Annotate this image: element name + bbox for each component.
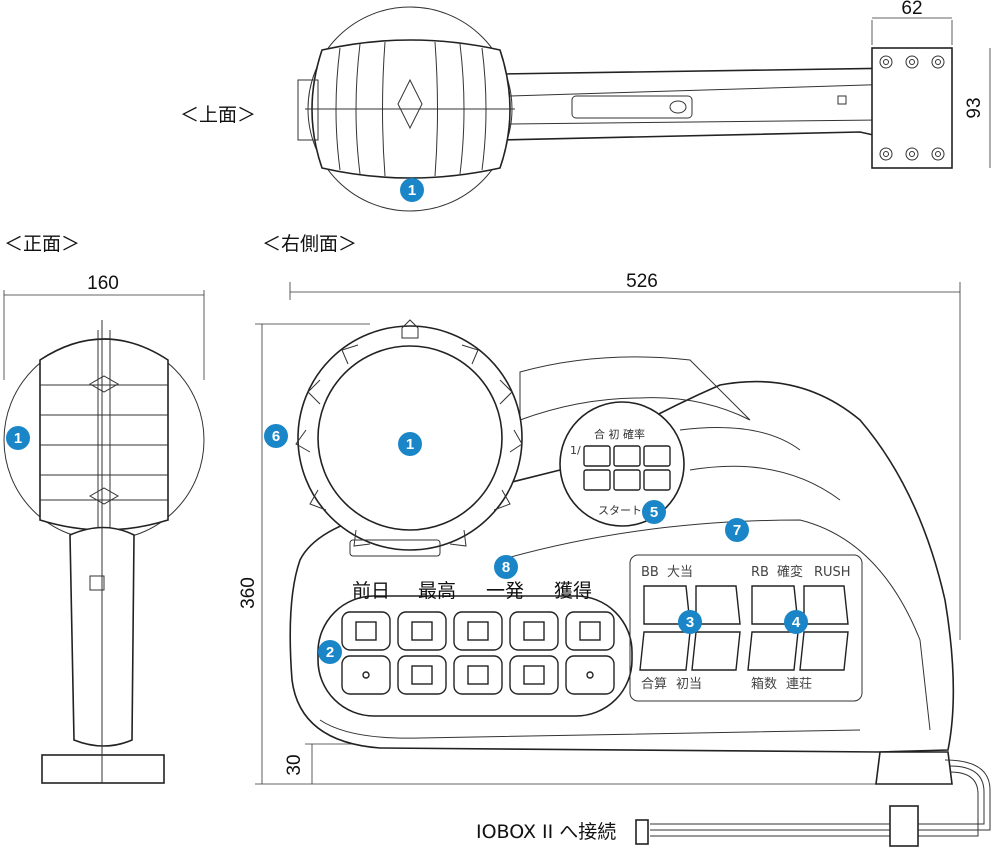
- front-lamp-body: [39, 338, 169, 531]
- svg-text:5: 5: [650, 504, 658, 521]
- label-big-hit: 大当: [667, 565, 693, 580]
- side-body-ridge: [499, 519, 931, 731]
- callout-1-side: [398, 432, 422, 456]
- callout-1-front: [6, 426, 30, 450]
- side-meter: [559, 401, 685, 527]
- side-fin: [519, 356, 751, 421]
- svg-text:4: 4: [792, 614, 801, 631]
- callout-4: [784, 610, 808, 634]
- top-view: ＜上面＞: [180, 0, 991, 212]
- connector-label: IOBOX II へ接続: [476, 821, 616, 843]
- svg-text:2: 2: [326, 644, 334, 661]
- front-lamp-bands: [40, 330, 168, 528]
- side-count-panel: [629, 554, 863, 702]
- front-view: ＜正面＞ 160 1: [3, 233, 205, 784]
- label-box-count: 箱数: [751, 676, 777, 692]
- front-base: [41, 754, 165, 784]
- top-width-dim: 62: [901, 0, 922, 19]
- label-highest: 最高: [418, 580, 456, 602]
- top-arm-slot: [571, 95, 693, 119]
- side-width-dim: 526: [626, 271, 658, 292]
- cable: IOBOX II へ接続: [476, 759, 991, 847]
- label-previous-day: 前日: [352, 580, 390, 602]
- meter-prefix: 1/: [570, 444, 581, 457]
- svg-text:1: 1: [408, 182, 416, 199]
- svg-text:8: 8: [502, 559, 510, 576]
- top-arm-button: [669, 100, 687, 114]
- meter-digits: [583, 445, 671, 491]
- label-total: 合算: [641, 677, 667, 692]
- meter-labels: 合 初 確率: [594, 427, 645, 441]
- svg-text:1: 1: [406, 436, 414, 453]
- svg-text:1: 1: [14, 430, 22, 447]
- top-lamp-cap: [297, 79, 319, 141]
- svg-text:7: 7: [733, 522, 741, 539]
- label-rush: RUSH: [814, 565, 851, 580]
- top-height-dim: 93: [964, 97, 985, 118]
- callout-1-top: [400, 178, 424, 202]
- history-digit-cells: [341, 611, 615, 695]
- top-lamp-ribs: [305, 41, 515, 177]
- side-view: ＜右側面＞ 526 360 30 前日 最高 一発 獲得: [238, 233, 961, 785]
- label-acquired: 獲得: [554, 580, 592, 602]
- base-height-dim: 30: [284, 754, 305, 775]
- label-single-shot: 一発: [486, 580, 524, 602]
- front-switch: [89, 575, 105, 591]
- top-mount-screws: [879, 55, 945, 161]
- top-arm-edge-2: [509, 119, 881, 125]
- label-first-hit: 初当: [676, 677, 702, 692]
- callout-7: [725, 518, 749, 542]
- callout-2: [318, 640, 342, 664]
- front-width-dim: 160: [87, 273, 119, 294]
- connector-plug: [635, 819, 649, 845]
- side-height-dim: 360: [238, 577, 259, 609]
- side-lamp-ring-segments: [295, 319, 523, 557]
- callout-3: [678, 610, 702, 634]
- top-arm-switch: [837, 95, 847, 105]
- label-streak: 連荘: [786, 677, 812, 692]
- cable-wire-1: [650, 759, 991, 831]
- side-foot: [875, 751, 953, 785]
- svg-text:3: 3: [686, 614, 694, 631]
- callout-5: [642, 500, 666, 524]
- cable-clamp: [889, 805, 919, 847]
- callout-6: [264, 424, 288, 448]
- top-mount-plate: [871, 47, 953, 169]
- meter-start-label: スタート: [598, 504, 642, 517]
- svg-text:6: 6: [272, 428, 280, 445]
- label-prob-change: 確変: [777, 564, 803, 580]
- label-rb: RB: [751, 565, 769, 580]
- callout-8: [494, 555, 518, 579]
- front-view-label: ＜正面＞: [4, 233, 80, 255]
- cable-wire-2: [650, 765, 985, 825]
- label-bb: BB: [641, 565, 659, 580]
- top-view-label: ＜上面＞: [180, 104, 256, 126]
- side-view-label: ＜右側面＞: [262, 233, 357, 255]
- top-arm-edge: [509, 83, 901, 97]
- cable-wire-3: [650, 771, 979, 837]
